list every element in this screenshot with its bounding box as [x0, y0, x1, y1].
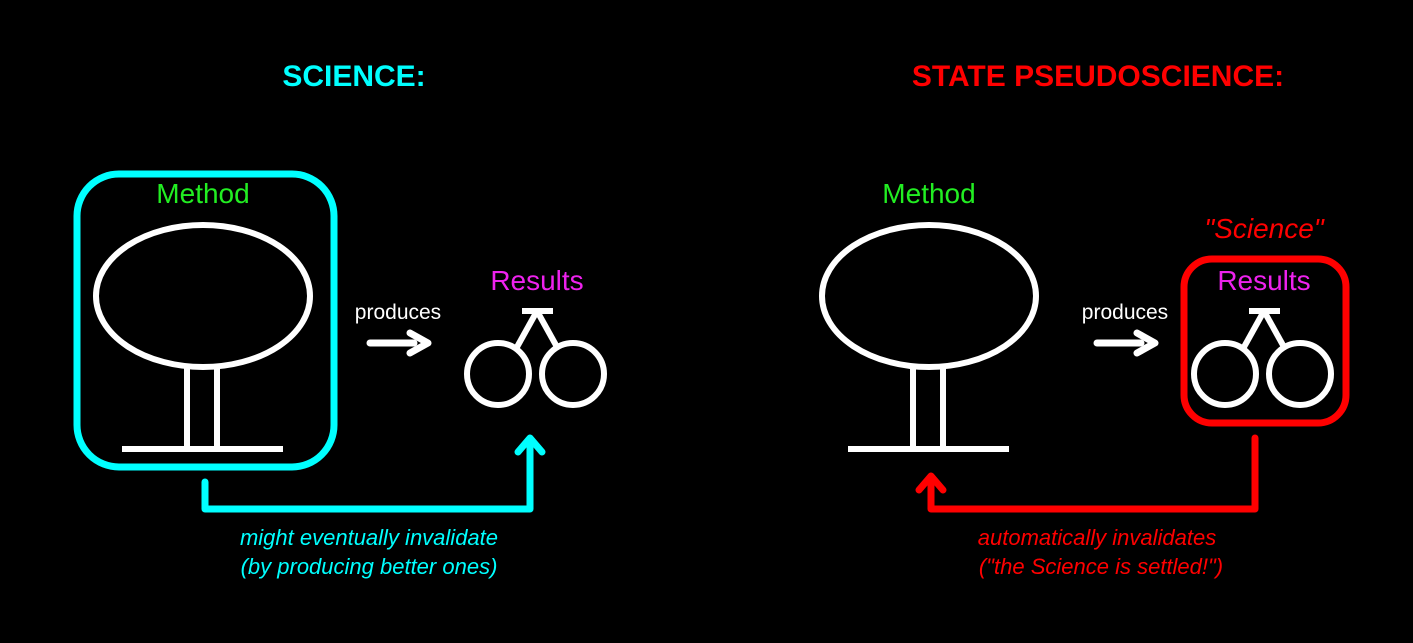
science-method-box [73, 170, 338, 471]
pseudo-glasses-icon [1191, 308, 1334, 408]
science-panel: SCIENCE: Method produces Results [73, 60, 607, 579]
pseudo-method-label: Method [882, 178, 975, 209]
science-glasses-icon [464, 308, 607, 408]
pseudo-feedback-line1: automatically invalidates [978, 525, 1216, 550]
pseudo-panel: STATE PSEUDOSCIENCE: Method produces "Sc… [819, 60, 1350, 579]
science-feedback-line1: might eventually invalidate [240, 525, 498, 550]
pseudo-results-box [1180, 255, 1350, 427]
science-tree-icon [93, 222, 313, 452]
science-method-label: Method [156, 178, 249, 209]
pseudo-produces-arrow-icon [1093, 329, 1159, 357]
pseudo-title: STATE PSEUDOSCIENCE: [912, 60, 1284, 93]
science-produces-arrow-icon [366, 329, 432, 357]
science-feedback-line2: (by producing better ones) [241, 554, 498, 579]
science-title: SCIENCE: [282, 60, 425, 93]
pseudo-feedback-arrow [915, 434, 1259, 513]
science-produces-label: produces [355, 301, 441, 324]
science-feedback-arrow [201, 434, 546, 513]
pseudo-tree-icon [819, 222, 1039, 452]
pseudo-results-label: Results [1217, 265, 1310, 296]
pseudo-science-caption: "Science" [1204, 213, 1325, 244]
pseudo-feedback-line2: ("the Science is settled!") [979, 554, 1223, 579]
pseudo-produces-label: produces [1082, 301, 1168, 324]
science-results-label: Results [490, 265, 583, 296]
